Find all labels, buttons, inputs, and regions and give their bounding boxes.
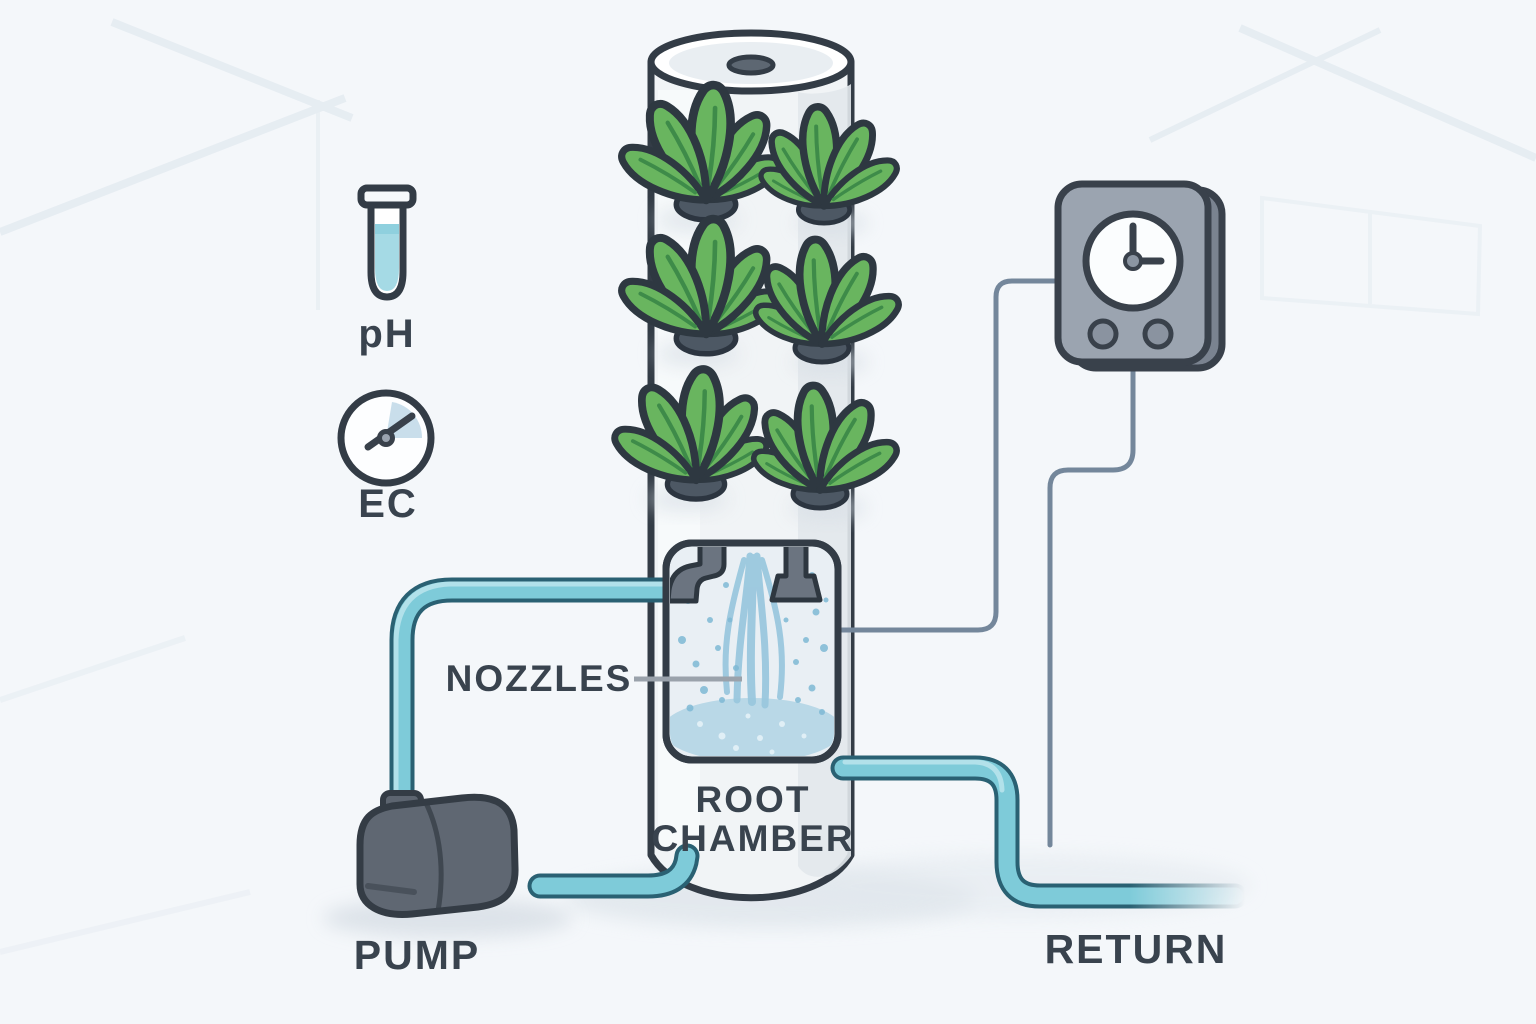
reservoir-tube <box>527 843 700 899</box>
root-chamber-label-line2: CHAMBER <box>651 818 854 859</box>
nozzle-right <box>769 547 823 603</box>
ph-indicator: pH <box>357 184 417 356</box>
pool-bubbles <box>697 713 807 755</box>
spray-streams <box>722 552 785 709</box>
ph-label: pH <box>358 312 415 356</box>
pump-label: PUMP <box>354 932 480 978</box>
root-chamber-label-line1: ROOT <box>696 779 811 820</box>
ec-indicator: EC <box>337 389 435 526</box>
sensor-wire <box>838 278 1061 633</box>
power-wire <box>1047 359 1136 848</box>
timer-button[interactable] <box>1142 318 1174 350</box>
nozzle-left <box>670 547 727 604</box>
return-label: RETURN <box>1045 926 1228 972</box>
pump <box>356 790 519 918</box>
water-pool <box>670 698 834 756</box>
plants <box>608 84 905 519</box>
ec-label: EC <box>358 482 418 526</box>
timer-wires <box>838 278 1136 848</box>
root-chamber <box>662 539 842 764</box>
timer-controller <box>1054 180 1226 372</box>
feed-tube <box>389 577 703 806</box>
tower-top-hole <box>726 54 776 76</box>
return-tube <box>830 755 1248 909</box>
nozzles-label: NOZZLES <box>446 658 633 699</box>
room-sketch-lines <box>0 18 1536 955</box>
timer-button[interactable] <box>1087 318 1119 350</box>
